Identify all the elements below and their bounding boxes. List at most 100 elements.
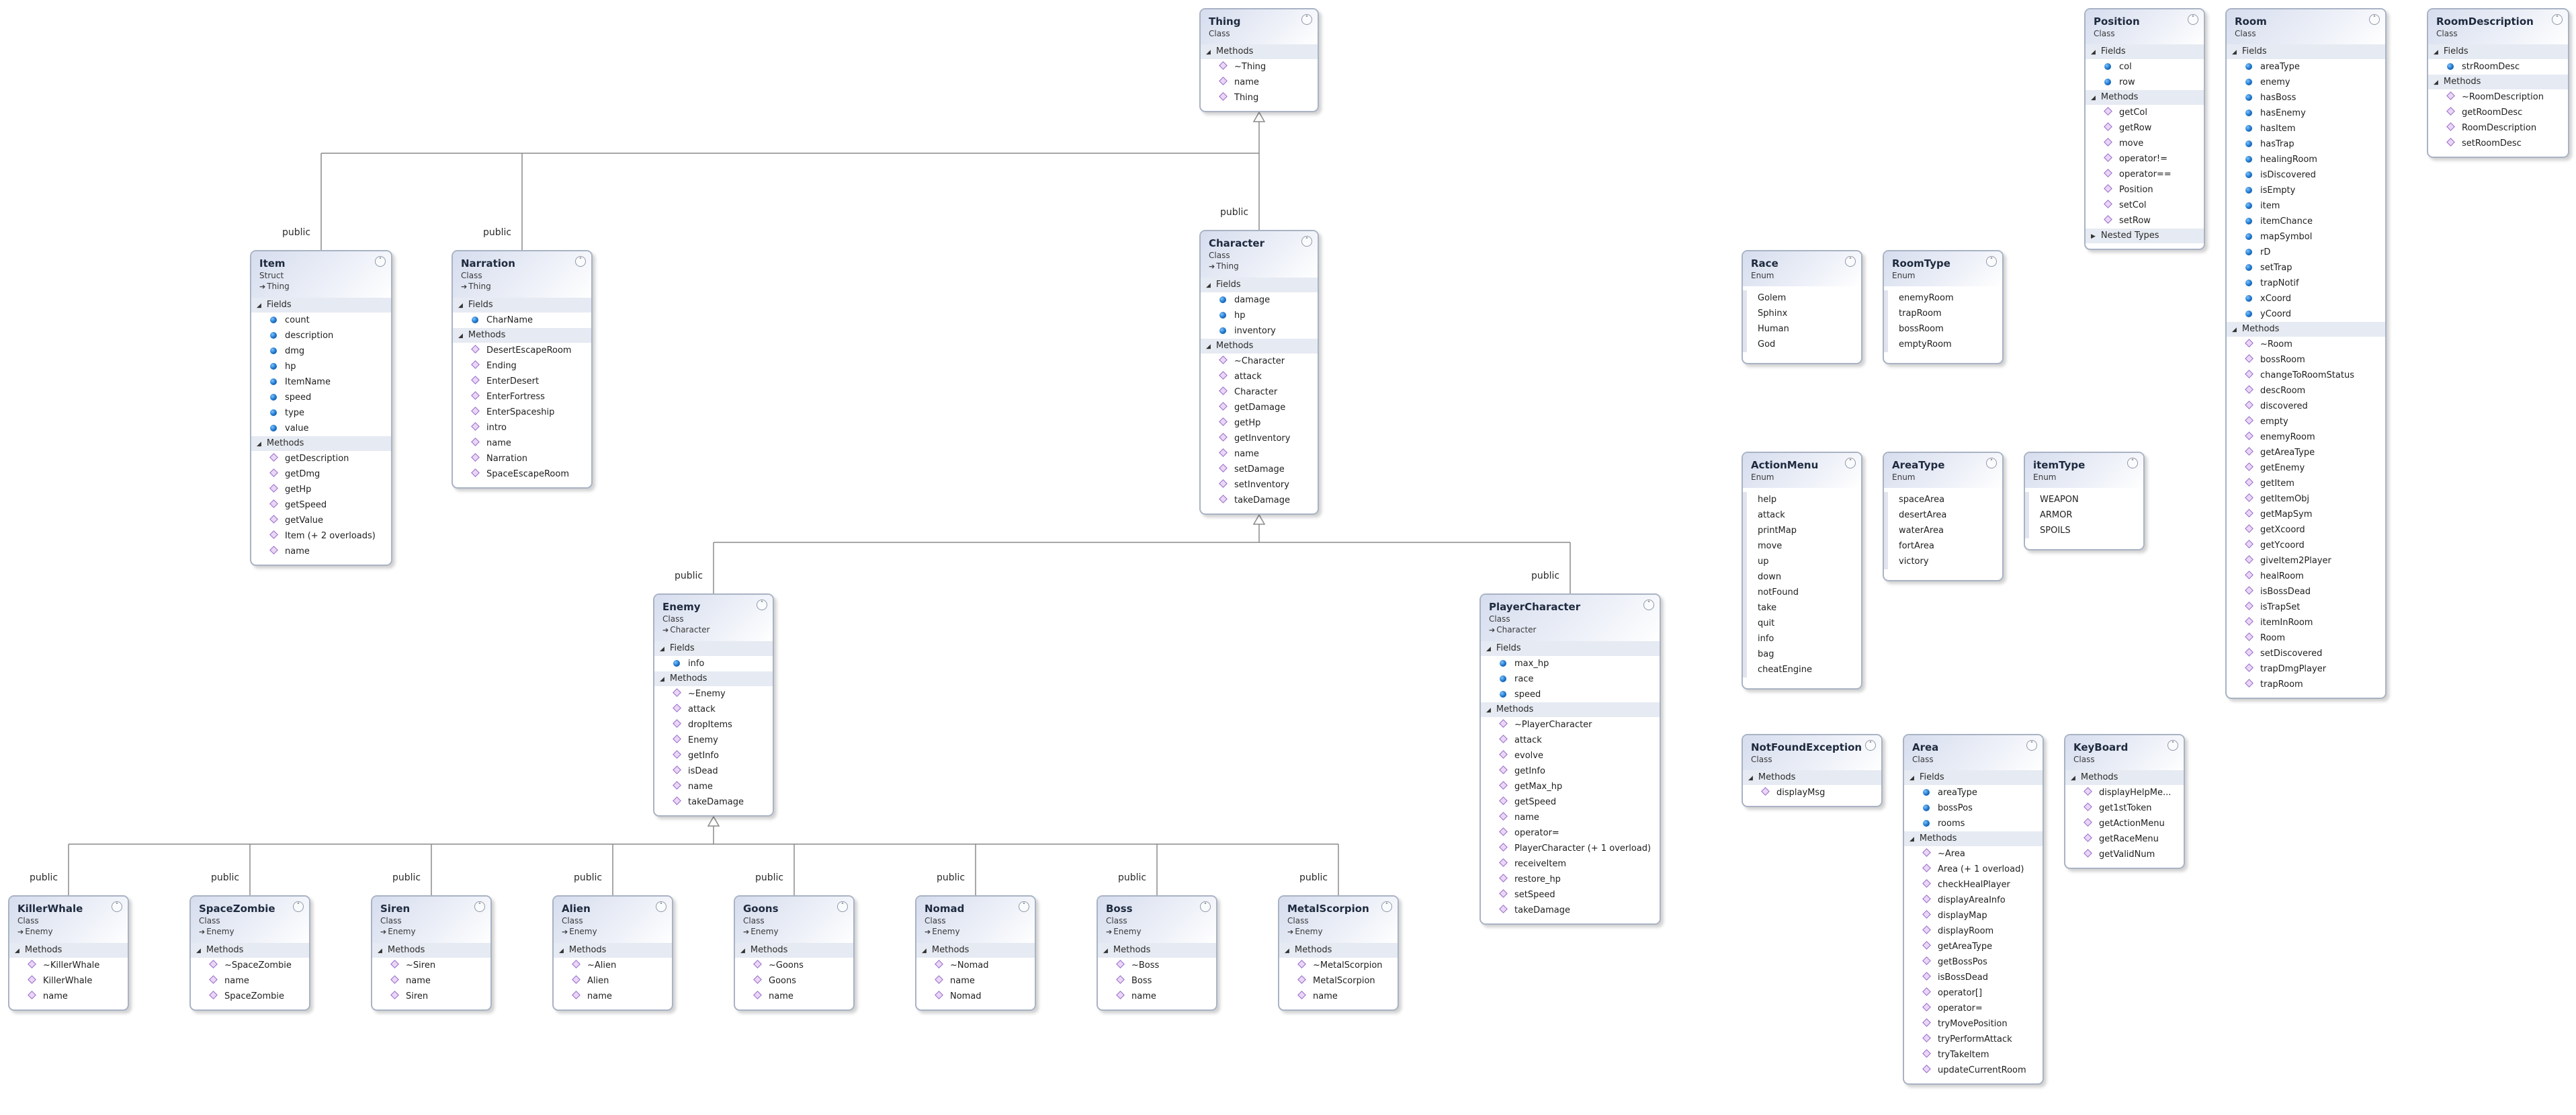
field-row[interactable]: yCoord: [2227, 306, 2385, 322]
field-row[interactable]: isEmpty: [2227, 183, 2385, 198]
collapse-chevron-icon[interactable]: ˄: [474, 901, 485, 912]
section-toggle-icon[interactable]: ◢: [1909, 775, 1914, 782]
section-toggle-icon[interactable]: ◢: [1486, 646, 1491, 653]
field-row[interactable]: description: [251, 328, 391, 343]
field-row[interactable]: hasEnemy: [2227, 106, 2385, 121]
method-row[interactable]: name: [1201, 75, 1318, 90]
field-row[interactable]: speed: [1481, 687, 1660, 702]
method-row[interactable]: getCol: [2086, 105, 2204, 120]
collapse-chevron-icon[interactable]: ˄: [1381, 901, 1392, 912]
collapse-chevron-icon[interactable]: ˄: [1200, 901, 1211, 912]
method-row[interactable]: name: [372, 973, 490, 989]
method-row[interactable]: enemyRoom: [2227, 429, 2385, 445]
method-row[interactable]: SpaceEscapeRoom: [453, 466, 591, 482]
method-row[interactable]: discovered: [2227, 399, 2385, 414]
collapse-chevron-icon[interactable]: ˄: [112, 901, 122, 912]
methods-section-header[interactable]: ◢Methods: [1904, 831, 2043, 846]
method-row[interactable]: changeToRoomStatus: [2227, 368, 2385, 383]
method-row[interactable]: tryMovePosition: [1904, 1016, 2043, 1032]
section-expand-icon[interactable]: ▶: [2091, 233, 2096, 240]
method-row[interactable]: name: [453, 436, 591, 451]
method-row[interactable]: name: [1481, 810, 1660, 825]
enum-value[interactable]: printMap: [1758, 526, 1797, 536]
method-row[interactable]: SpaceZombie: [191, 989, 309, 1004]
method-row[interactable]: Siren: [372, 989, 490, 1004]
base-class[interactable]: ➔Character: [1489, 624, 1651, 636]
method-row[interactable]: ~Thing: [1201, 59, 1318, 75]
method-row[interactable]: setDiscovered: [2227, 646, 2385, 661]
method-row[interactable]: operator=: [1904, 1001, 2043, 1016]
method-row[interactable]: setInventory: [1201, 477, 1318, 493]
enum-value[interactable]: God: [1758, 339, 1776, 349]
method-row[interactable]: operator[]: [1904, 985, 2043, 1001]
base-class[interactable]: ➔Enemy: [1106, 926, 1208, 938]
base-class[interactable]: ➔Enemy: [562, 926, 664, 938]
method-row[interactable]: ~Siren: [372, 958, 490, 973]
methods-section-header[interactable]: ◢Methods: [2065, 770, 2184, 785]
collapse-chevron-icon[interactable]: ˄: [837, 901, 848, 912]
field-row[interactable]: race: [1481, 671, 1660, 687]
section-toggle-icon[interactable]: ◢: [2232, 49, 2237, 56]
field-row[interactable]: itemChance: [2227, 214, 2385, 229]
method-row[interactable]: ~PlayerCharacter: [1481, 717, 1660, 733]
method-row[interactable]: name: [251, 544, 391, 559]
method-row[interactable]: Alien: [554, 973, 672, 989]
method-row[interactable]: getInventory: [1201, 431, 1318, 446]
method-row[interactable]: RoomDescription: [2428, 120, 2568, 136]
section-toggle-icon[interactable]: ◢: [2434, 79, 2438, 86]
method-row[interactable]: ~SpaceZombie: [191, 958, 309, 973]
section-toggle-icon[interactable]: ◢: [1748, 775, 1753, 782]
method-row[interactable]: tryPerformAttack: [1904, 1032, 2043, 1047]
method-row[interactable]: healRoom: [2227, 569, 2385, 584]
collapse-chevron-icon[interactable]: ˄: [1845, 256, 1856, 267]
enum-value[interactable]: desertArea: [1899, 510, 1947, 520]
collapse-chevron-icon[interactable]: ˄: [1986, 256, 1997, 267]
section-toggle-icon[interactable]: ◢: [660, 676, 664, 683]
enum-value[interactable]: info: [1758, 634, 1774, 644]
methods-section-header[interactable]: ◢Methods: [1481, 702, 1660, 717]
fields-section-header[interactable]: ◢Fields: [654, 641, 773, 656]
methods-section-header[interactable]: ◢Methods: [735, 943, 853, 958]
methods-section-header[interactable]: ◢Methods: [2227, 322, 2385, 337]
method-row[interactable]: PlayerCharacter (+ 1 overload): [1481, 841, 1660, 856]
enum-value[interactable]: help: [1758, 495, 1777, 505]
method-row[interactable]: displayAreaInfo: [1904, 893, 2043, 908]
base-class[interactable]: ➔Thing: [461, 281, 583, 292]
collapse-chevron-icon[interactable]: ˄: [2552, 14, 2563, 25]
method-row[interactable]: operator==: [2086, 167, 2204, 182]
method-row[interactable]: attack: [1201, 369, 1318, 384]
method-row[interactable]: setSpeed: [1481, 887, 1660, 903]
method-row[interactable]: getDmg: [251, 466, 391, 482]
method-row[interactable]: getMax_hp: [1481, 779, 1660, 794]
field-row[interactable]: item: [2227, 198, 2385, 214]
methods-section-header[interactable]: ◢Methods: [191, 943, 309, 958]
enum-value[interactable]: waterArea: [1899, 526, 1944, 536]
field-row[interactable]: CharName: [453, 313, 591, 328]
collapse-chevron-icon[interactable]: ˄: [2127, 458, 2138, 468]
method-row[interactable]: ~Alien: [554, 958, 672, 973]
method-row[interactable]: name: [9, 989, 128, 1004]
method-row[interactable]: getXcoord: [2227, 522, 2385, 538]
field-row[interactable]: bossPos: [1904, 800, 2043, 816]
section-toggle-icon[interactable]: ◢: [378, 948, 382, 954]
method-row[interactable]: name: [1098, 989, 1216, 1004]
method-row[interactable]: getValidNum: [2065, 847, 2184, 862]
field-row[interactable]: isDiscovered: [2227, 167, 2385, 183]
method-row[interactable]: Enemy: [654, 733, 773, 748]
methods-section-header[interactable]: ◢Methods: [554, 943, 672, 958]
field-row[interactable]: max_hp: [1481, 656, 1660, 671]
field-row[interactable]: areaType: [2227, 59, 2385, 75]
field-row[interactable]: inventory: [1201, 323, 1318, 339]
method-row[interactable]: getMapSym: [2227, 507, 2385, 522]
method-row[interactable]: bossRoom: [2227, 352, 2385, 368]
enum-value[interactable]: take: [1758, 603, 1777, 613]
method-row[interactable]: trapDmgPlayer: [2227, 661, 2385, 677]
